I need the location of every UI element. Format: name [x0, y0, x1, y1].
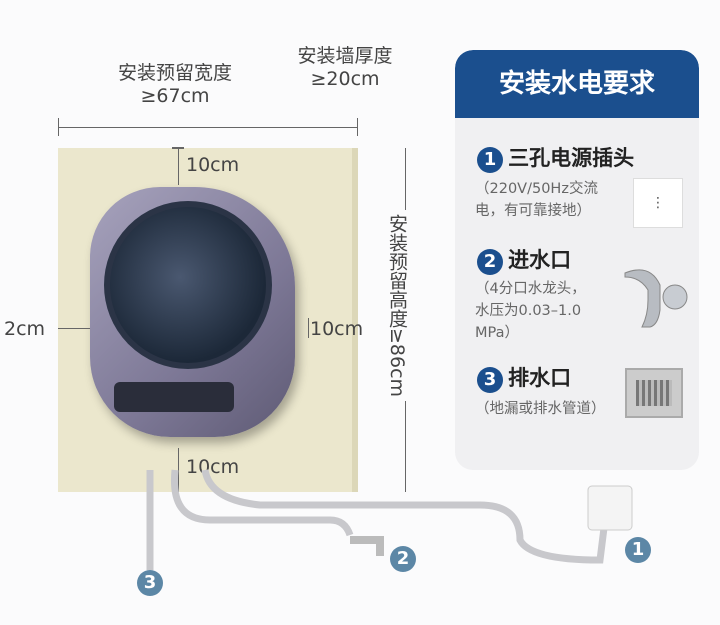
height-label: 安装预留高度≥86cm	[384, 210, 408, 402]
width-label: 安装预留宽度	[117, 62, 232, 84]
width-value: ≥67cm	[140, 84, 210, 107]
inlet-desc: 水压为0.03–1.0	[475, 303, 582, 319]
right-gap-label: 10cm	[310, 318, 364, 340]
inlet-desc: （4分口水龙头，	[475, 281, 586, 297]
power-desc: 电，有可靠接地）	[475, 203, 591, 219]
socket-icon: ⋮	[633, 178, 683, 228]
width-line	[58, 127, 358, 128]
gap-line	[178, 448, 179, 492]
width-tick	[357, 118, 358, 136]
number-badge: 1	[477, 147, 503, 173]
marker-inlet: 2	[390, 546, 416, 572]
number-badge: 3	[477, 367, 503, 393]
width-tick	[58, 118, 59, 136]
marker-power: 1	[625, 537, 651, 563]
power-title: 三孔电源插头	[508, 146, 635, 170]
bottom-gap-label: 10cm	[186, 456, 240, 478]
gap-line	[58, 328, 90, 329]
width-dimension: 安装预留宽度 ≥67cm	[100, 62, 250, 108]
left-gap-label: 2cm	[4, 318, 46, 340]
washer-door	[104, 201, 272, 369]
drain-desc: （地漏或排水管道）	[475, 401, 606, 417]
wall-label: 安装墙厚度	[297, 45, 393, 67]
inlet-desc: MPa）	[475, 325, 519, 341]
inlet-title: 进水口	[508, 248, 572, 272]
floor-drain-icon	[625, 368, 683, 418]
power-desc: （220V/50Hz交流	[475, 181, 598, 197]
wall-dimension: 安装墙厚度 ≥20cm	[286, 45, 404, 91]
number-badge: 2	[477, 249, 503, 275]
gap-line	[308, 318, 309, 338]
wall-socket	[587, 485, 633, 531]
marker-drain: 3	[137, 570, 163, 596]
gap-line	[178, 147, 179, 185]
panel-title: 安装水电要求	[455, 50, 699, 118]
top-gap-label: 10cm	[186, 154, 240, 176]
wall-value: ≥20cm	[310, 67, 380, 90]
faucet-icon	[620, 255, 690, 335]
tap	[350, 536, 384, 556]
control-panel[interactable]	[114, 382, 234, 412]
drain-title: 排水口	[508, 366, 572, 390]
washing-machine	[90, 187, 295, 437]
requirements-panel: 安装水电要求 1 三孔电源插头 （220V/50Hz交流 电，有可靠接地） ⋮ …	[455, 50, 699, 470]
